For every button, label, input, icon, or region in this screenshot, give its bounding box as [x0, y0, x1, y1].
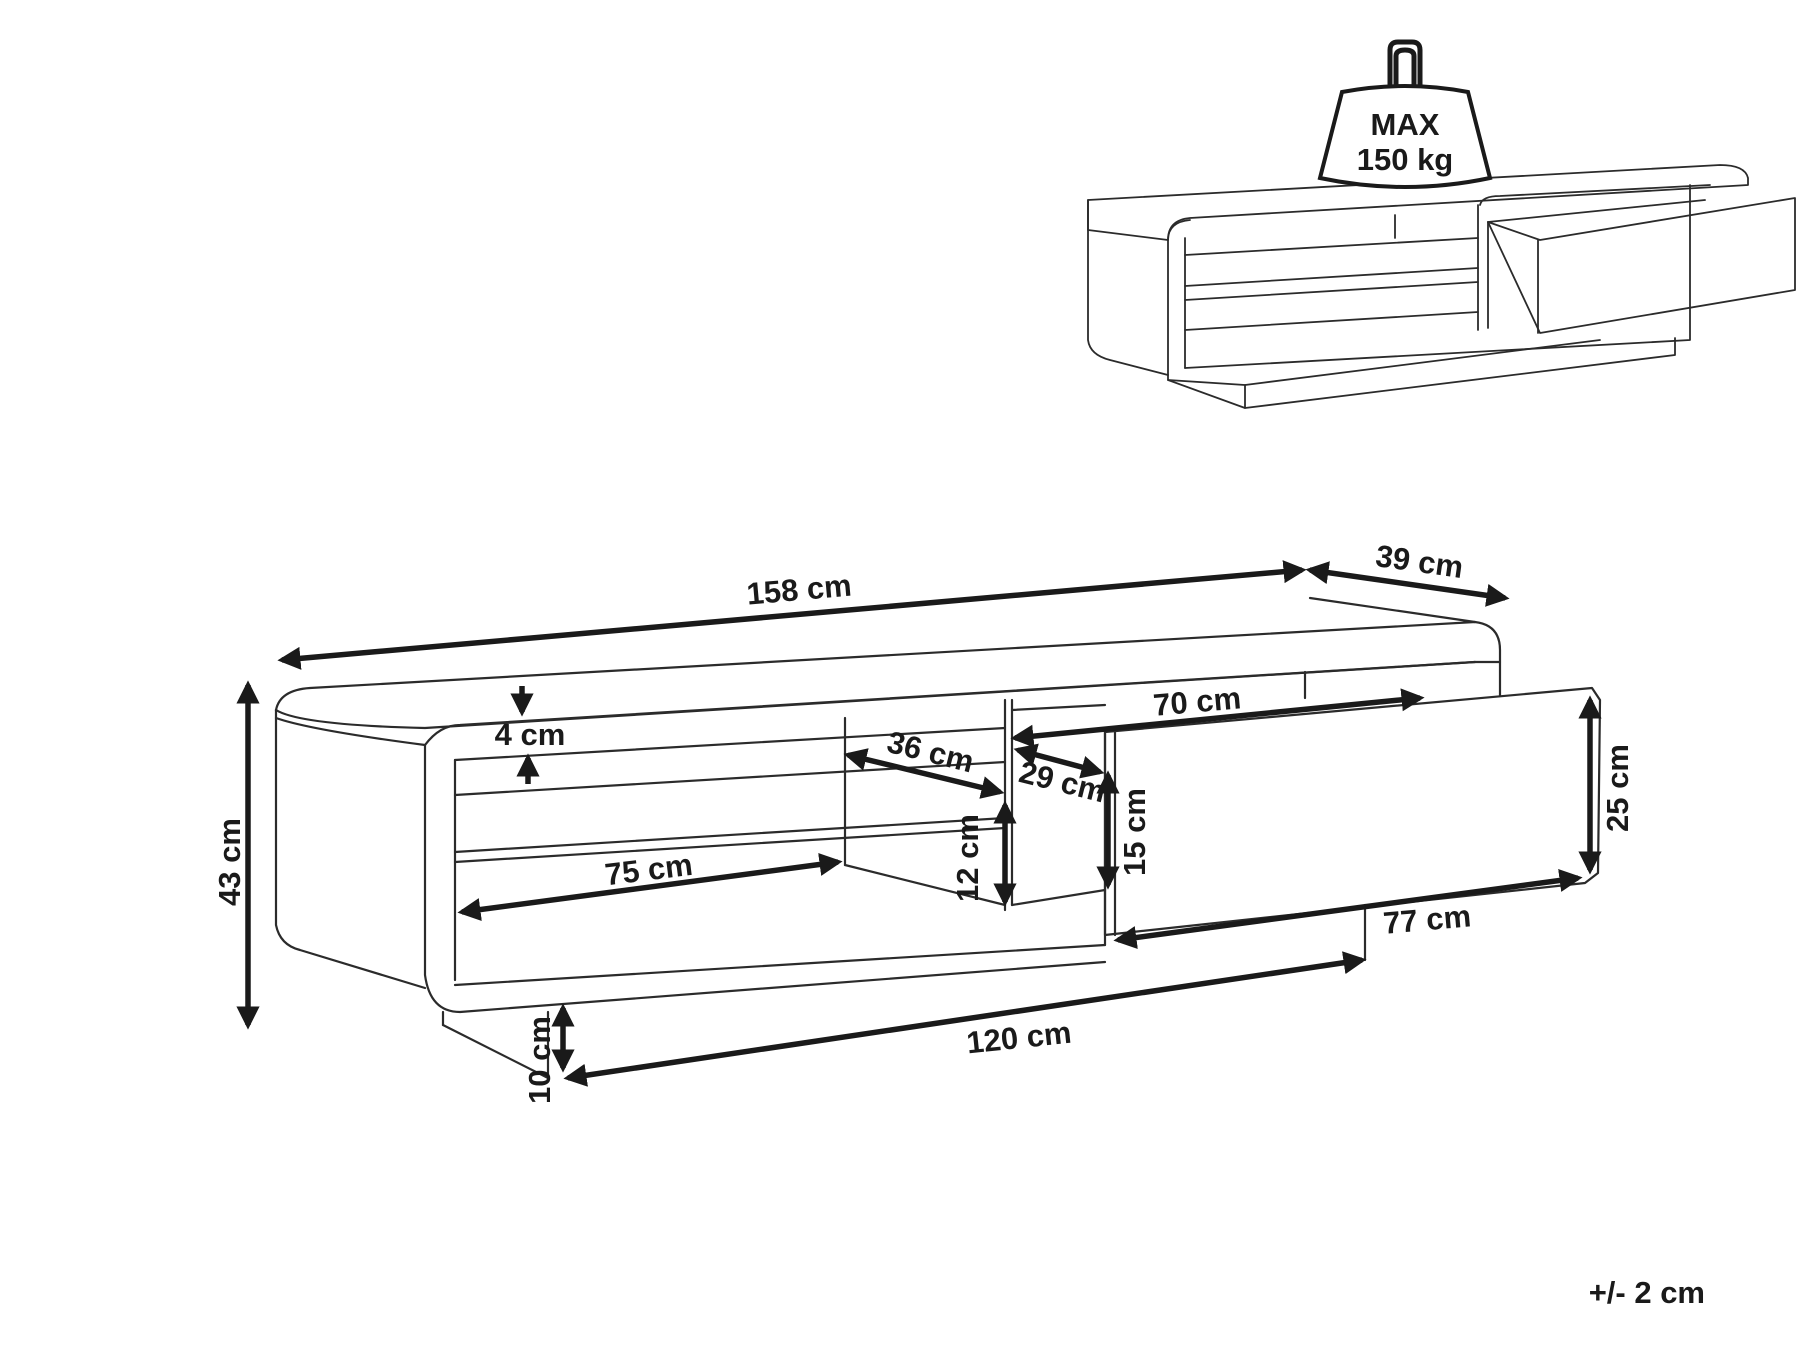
dimension-arrows	[236, 560, 1602, 1087]
label-77: 77 cm	[1382, 898, 1473, 941]
arrow-77	[1113, 869, 1583, 949]
label-4: 4 cm	[495, 717, 566, 752]
label-158: 158 cm	[745, 568, 853, 612]
arrow-36	[843, 748, 1005, 799]
label-43: 43 cm	[212, 818, 247, 906]
label-12: 12 cm	[950, 814, 985, 902]
perspective-view	[1087, 164, 1796, 409]
arrow-70	[1010, 688, 1425, 748]
arrow-75	[457, 852, 843, 922]
arrow-39	[1305, 561, 1510, 607]
weight-value-label: 150 kg	[1357, 142, 1454, 177]
weight-max-label: MAX	[1371, 107, 1440, 142]
arrow-158	[277, 560, 1307, 670]
label-15: 15 cm	[1117, 788, 1152, 876]
main-view	[274, 596, 1602, 1080]
tolerance-note: +/- 2 cm	[1589, 1275, 1705, 1310]
label-120: 120 cm	[965, 1015, 1073, 1061]
weight-icon: MAX 150 kg	[1317, 39, 1493, 189]
label-70: 70 cm	[1152, 680, 1243, 723]
label-39: 39 cm	[1374, 538, 1466, 585]
label-10: 10 cm	[522, 1016, 557, 1104]
label-25: 25 cm	[1600, 744, 1635, 832]
arrow-29	[1013, 743, 1105, 779]
arrow-120	[563, 951, 1367, 1087]
